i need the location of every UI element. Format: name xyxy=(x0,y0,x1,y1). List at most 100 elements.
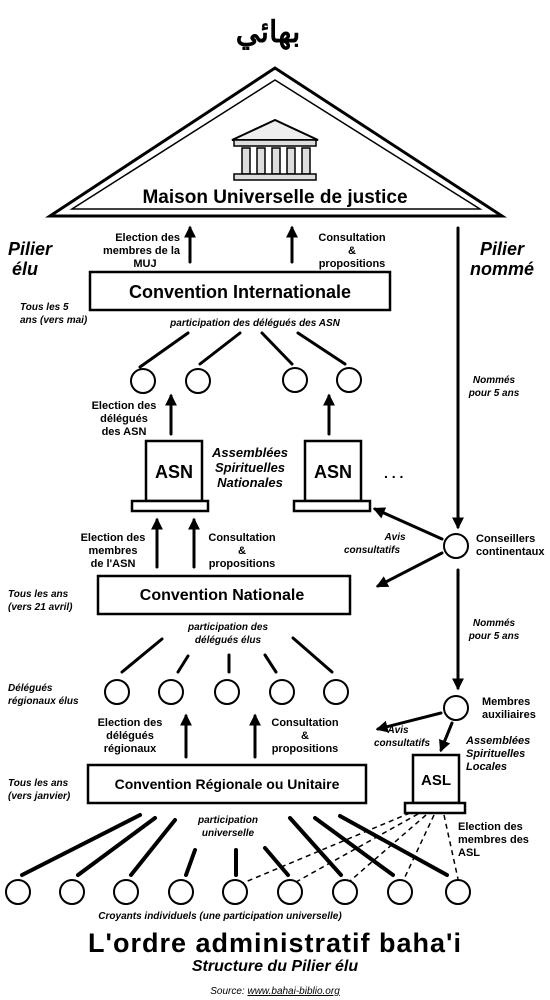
svg-text:ASL: ASL xyxy=(458,847,480,859)
svg-text:propositions: propositions xyxy=(209,558,276,570)
believer-circle xyxy=(113,879,139,905)
regional-delegate-circle xyxy=(214,679,240,705)
participation-line xyxy=(296,331,347,366)
svg-text:propositions: propositions xyxy=(272,743,339,755)
regional-delegate-circle xyxy=(158,679,184,705)
advisory-lsa-arrow xyxy=(439,721,454,753)
regional-timing: Tous les ans (vers janvier) xyxy=(8,778,71,802)
election-uhj-label: Election des membres de la MUJ xyxy=(103,232,181,270)
nsa-assembly-left: ASN xyxy=(130,439,210,513)
svg-text:membres de la: membres de la xyxy=(103,245,181,257)
nsa-label: ASN xyxy=(155,462,193,482)
participation-line xyxy=(338,814,449,877)
participation-line xyxy=(263,846,290,877)
svg-text:Spirituelles: Spirituelles xyxy=(215,460,285,475)
temple-icon xyxy=(231,118,319,181)
svg-text:Nationales: Nationales xyxy=(217,475,283,490)
svg-text:Election des: Election des xyxy=(115,232,180,244)
svg-text:Délégués: Délégués xyxy=(8,683,53,694)
nsa-label: ASN xyxy=(314,462,352,482)
universal-house-of-justice: Maison Universelle de justice xyxy=(44,66,508,218)
believer-circle xyxy=(387,879,413,905)
page-subtitle: Structure du Pilier élu xyxy=(191,958,359,975)
international-timing: Tous les 5 ans (vers mai) xyxy=(20,302,88,326)
source-prefix: Source: xyxy=(210,986,248,997)
svg-text:Nommés: Nommés xyxy=(473,618,516,629)
believers-caption: Croyants individuels (une participation … xyxy=(98,911,342,922)
participation-line xyxy=(288,816,343,877)
lsa-election-dashed-line xyxy=(403,814,435,880)
consultation-nsa-label: Consultation & propositions xyxy=(208,532,275,570)
svg-text:&: & xyxy=(301,730,309,742)
lsa-election-label: Election des membres des ASL xyxy=(458,821,529,859)
svg-text:Election des: Election des xyxy=(81,532,146,544)
appointed-pillar-label: Pilier nommé xyxy=(470,239,534,279)
svg-text:Avis: Avis xyxy=(386,725,409,736)
svg-text:propositions: propositions xyxy=(319,258,386,270)
svg-text:(vers 21 avril): (vers 21 avril) xyxy=(8,602,73,613)
local-assembly: ASL xyxy=(403,753,467,815)
svg-text:&: & xyxy=(238,545,246,557)
national-timing: Tous les ans (vers 21 avril) xyxy=(8,589,73,613)
believer-circle xyxy=(168,879,194,905)
uhj-title: Maison Universelle de justice xyxy=(142,187,407,208)
continental-counsellors-label: Conseillers continentaux xyxy=(476,533,545,558)
participation-line xyxy=(176,654,190,674)
svg-text:Pilier: Pilier xyxy=(480,239,525,259)
page-title: L'ordre administratif baha'i xyxy=(88,928,462,958)
svg-text:délégués élus: délégués élus xyxy=(195,635,262,646)
svg-text:pour 5 ans: pour 5 ans xyxy=(468,631,520,642)
nsa-assembly-right: ASN xyxy=(292,439,372,513)
svg-text:universelle: universelle xyxy=(202,828,255,839)
svg-text:consultatifs: consultatifs xyxy=(344,545,401,556)
svg-text:Election des: Election des xyxy=(98,717,163,729)
svg-text:Election des: Election des xyxy=(92,400,157,412)
regional-participation-label: participation universelle xyxy=(197,815,258,839)
nsa-delegate-circle xyxy=(185,368,211,394)
svg-text:Tous les 5: Tous les 5 xyxy=(20,302,69,313)
consultation-uhj-label: Consultation & propositions xyxy=(318,232,385,270)
national-convention-label: Convention Nationale xyxy=(140,587,305,604)
election-nsa-label: Election des membres de l'ASN xyxy=(81,532,146,570)
svg-text:Tous les ans: Tous les ans xyxy=(8,589,69,600)
svg-text:pour 5 ans: pour 5 ans xyxy=(468,388,520,399)
svg-text:Consultation: Consultation xyxy=(271,717,338,729)
national-participation-label: participation des délégués élus xyxy=(187,622,268,646)
bahai-calligraphy-logo: بهائي xyxy=(236,16,301,50)
nsa-advisory-label: Avis consultatifs xyxy=(344,532,406,556)
svg-text:(vers janvier): (vers janvier) xyxy=(8,791,71,802)
auxiliary-members-circle xyxy=(443,695,469,721)
svg-text:Election des: Election des xyxy=(458,821,523,833)
believer-circle xyxy=(5,879,31,905)
participation-line xyxy=(20,813,142,877)
svg-text:régionaux élus: régionaux élus xyxy=(8,696,79,707)
participation-line xyxy=(291,636,334,674)
svg-text:élu: élu xyxy=(12,259,38,279)
believer-circle xyxy=(277,879,303,905)
continental-counsellors-circle xyxy=(443,533,469,559)
lsa-description: Assemblées Spirituelles Locales xyxy=(465,735,530,773)
svg-text:Consultation: Consultation xyxy=(318,232,385,244)
svg-text:MUJ: MUJ xyxy=(133,258,156,270)
source-link[interactable]: www.bahai-biblio.org xyxy=(247,986,340,997)
svg-text:Avis: Avis xyxy=(383,532,406,543)
svg-text:Nommés: Nommés xyxy=(473,375,516,386)
participation-line xyxy=(198,331,242,366)
lsa-election-dashed-line xyxy=(242,812,411,884)
lsa-advisory-label: Avis consultatifs xyxy=(374,725,431,749)
regional-delegates-label: Délégués régionaux élus xyxy=(8,683,79,707)
participation-line xyxy=(76,816,157,877)
regional-delegate-circle xyxy=(104,679,130,705)
international-participation-label: participation des délégués des ASN xyxy=(169,318,340,329)
svg-text:&: & xyxy=(348,245,356,257)
participation-line xyxy=(263,653,278,674)
participation-line xyxy=(120,637,164,674)
believer-circle xyxy=(332,879,358,905)
nsa-delegate-circle xyxy=(336,367,362,393)
participation-line xyxy=(184,848,197,877)
auxiliary-appointed-note: Nommés pour 5 ans xyxy=(468,618,520,642)
svg-text:des ASN: des ASN xyxy=(102,426,147,438)
svg-text:Membres: Membres xyxy=(482,696,530,708)
lsa-election-dashed-line xyxy=(443,814,459,880)
believer-circle xyxy=(445,879,471,905)
